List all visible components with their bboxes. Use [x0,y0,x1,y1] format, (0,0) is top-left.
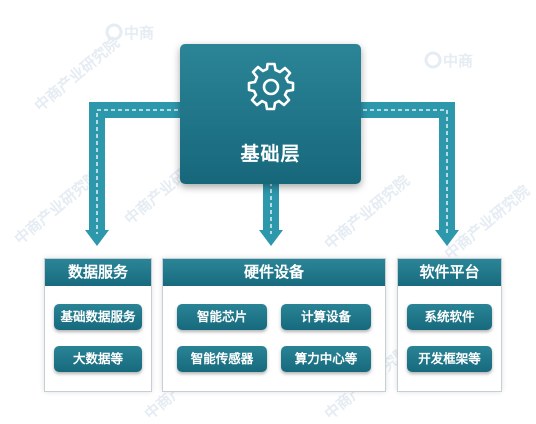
svg-text:中商: 中商 [443,52,473,70]
watermark-logo-top: 中商 [105,23,154,42]
item-computing-center: 算力中心等 [281,346,371,372]
item-computing-device: 计算设备 [281,304,371,330]
item-smart-chip: 智能芯片 [177,304,267,330]
panel-hardware: 硬件设备 智能芯片 计算设备 智能传感器 算力中心等 [162,258,386,392]
panel-title-software-platform: 软件平台 [398,259,501,286]
panel-data-services: 数据服务 基础数据服务 大数据等 [44,258,152,392]
panel-software-platform: 软件平台 系统软件 开发框架等 [397,258,502,392]
base-layer-box: 基础层 [180,44,361,184]
right-connector-arrow [435,230,459,246]
item-dev-framework: 开发框架等 [407,346,492,372]
item-big-data: 大数据等 [54,346,142,372]
gear-icon [247,62,295,111]
item-system-software: 系统软件 [407,304,492,330]
left-connector-horizontal [89,102,185,118]
panel-title-hardware: 硬件设备 [163,259,385,286]
panel-title-data-services: 数据服务 [45,259,151,286]
left-connector-vertical [89,102,105,232]
left-connector-arrow [85,230,109,246]
item-basic-data-services: 基础数据服务 [54,304,142,330]
watermark-logo-right: 中商 [424,51,473,70]
base-layer-title: 基础层 [240,143,301,165]
item-smart-sensor: 智能传感器 [177,346,267,372]
svg-text:中商: 中商 [124,24,154,42]
center-connector-arrow [259,230,283,246]
